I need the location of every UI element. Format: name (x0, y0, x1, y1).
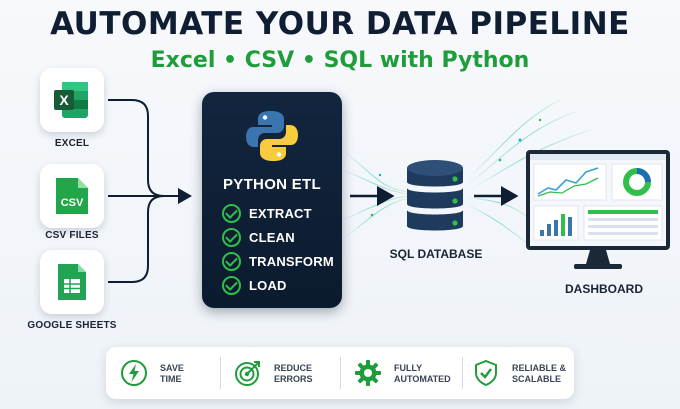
benefit-label: REDUCE ERRORS (274, 363, 313, 384)
benefit-reduce-errors: REDUCE ERRORS (234, 347, 334, 399)
check-icon (222, 204, 241, 223)
excel-label: EXCEL (54, 138, 90, 149)
divider (220, 357, 221, 389)
sheets-connector (108, 195, 165, 283)
data-stream-right (465, 99, 591, 246)
csv-tile: CSV (40, 164, 104, 228)
excel-connector (108, 99, 165, 197)
svg-text:CSV: CSV (61, 197, 84, 209)
page-subtitle: Excel • CSV • SQL with Python (150, 48, 530, 73)
divider (340, 357, 341, 389)
step-label: CLEAN (249, 230, 295, 245)
google-sheets-tile (40, 250, 104, 314)
svg-text:X: X (59, 92, 69, 108)
excel-icon: X (54, 82, 88, 118)
benefit-label: RELIABLE & SCALABLE (512, 363, 566, 384)
check-icon (222, 252, 241, 271)
monitor-dashboard-icon (526, 150, 670, 269)
check-icon (222, 276, 241, 295)
etl-title: PYTHON ETL (222, 176, 321, 193)
python-logo-icon (246, 111, 298, 161)
step-label: EXTRACT (249, 206, 312, 221)
csv-file-icon: CSV (56, 178, 88, 214)
step-label: LOAD (249, 278, 287, 293)
benefit-reliable-scalable: RELIABLE & SCALABLE (472, 347, 572, 399)
google-sheets-icon (58, 264, 86, 300)
dashboard-label: DASHBOARD (565, 282, 643, 296)
csv-files-label: CSV FILES (45, 230, 99, 241)
target-icon (235, 361, 260, 386)
excel-tile: X (40, 68, 104, 132)
benefit-label: FULLY AUTOMATED (394, 363, 451, 384)
data-stream-left (341, 149, 411, 241)
python-etl-card: PYTHON ETL EXTRACT CLEAN TRANSFORM LOAD (202, 92, 342, 308)
shield-check-icon (475, 359, 497, 387)
step-label: TRANSFORM (249, 254, 334, 269)
divider (462, 357, 463, 389)
benefit-save-time: SAVE TIME (120, 347, 216, 399)
google-sheets-label: GOOGLE SHEETS (27, 320, 117, 331)
benefits-bar: SAVE TIME REDUCE ERRORS (106, 347, 574, 399)
benefit-label: SAVE TIME (160, 363, 184, 384)
lightning-icon (121, 360, 147, 386)
sql-database-label: SQL DATABASE (389, 247, 483, 261)
gear-icon (355, 360, 381, 386)
database-icon (407, 160, 463, 231)
benefit-fully-automated: FULLY AUTOMATED (354, 347, 458, 399)
check-icon (222, 228, 241, 247)
page-title: AUTOMATE YOUR DATA PIPELINE (50, 6, 630, 42)
